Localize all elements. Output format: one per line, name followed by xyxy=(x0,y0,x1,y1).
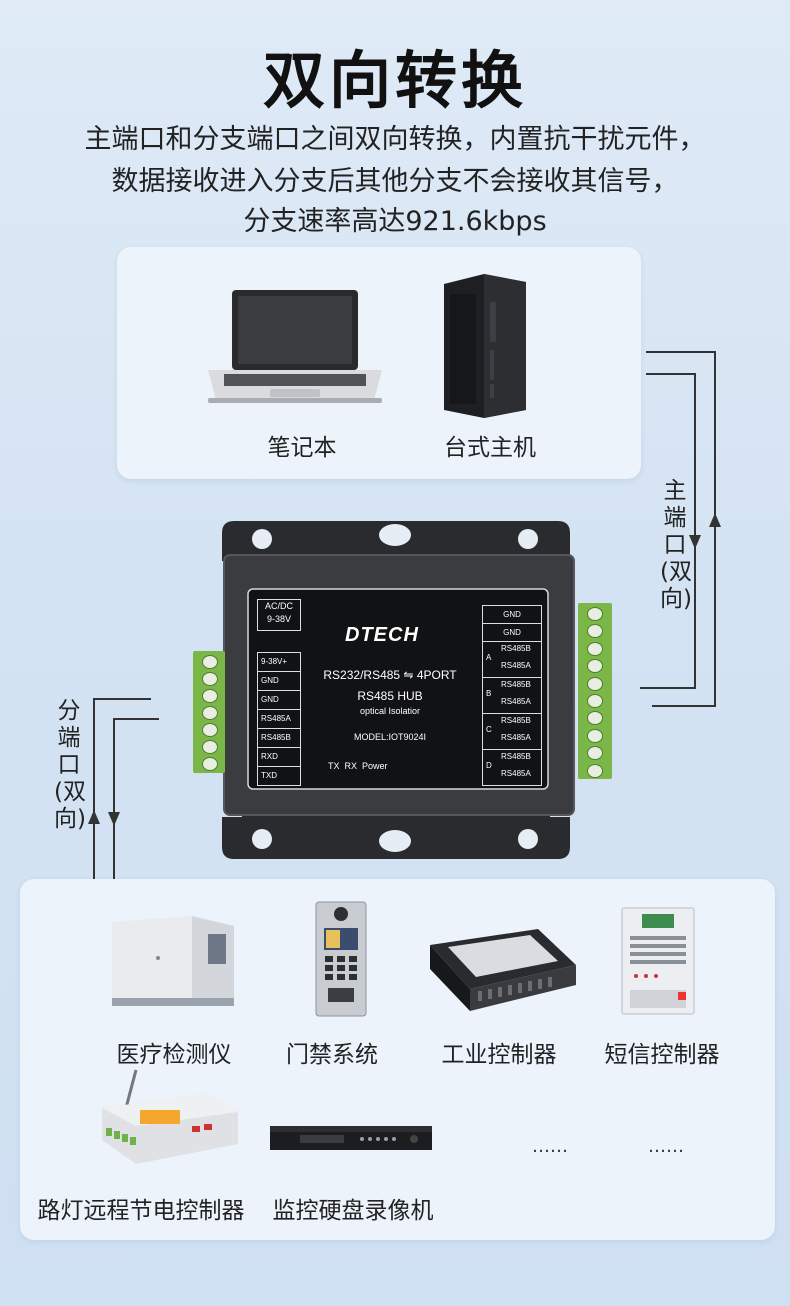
terminal-screw xyxy=(202,740,218,754)
arrow-down-icon xyxy=(108,812,120,826)
terminal-screw xyxy=(202,723,218,737)
right-terminal-block xyxy=(578,603,612,779)
industrial-controller-label: 工业控制器 xyxy=(441,1042,557,1068)
description-line-1: 主端口和分支端口之间双向转换，内置抗干扰元件， xyxy=(84,124,706,155)
hub-title-line-1: RS232/RS485 ⇋ 4PORT xyxy=(323,668,457,682)
hub-model: MODEL:IOT9024I xyxy=(353,732,427,742)
description-line-3: 分支速率高达921.6kbps xyxy=(243,206,547,237)
terminal-screw xyxy=(202,672,218,686)
terminal-screw xyxy=(202,689,218,703)
hub-brand-logo: DTECH xyxy=(345,624,419,646)
terminal-screw xyxy=(202,706,218,720)
main-port-label: 主端口(双向) xyxy=(660,478,692,612)
more-devices-ellipsis-2: …… xyxy=(648,1136,684,1157)
terminal-screw xyxy=(587,676,603,691)
terminal-screw xyxy=(202,655,218,669)
terminal-screw xyxy=(587,711,603,726)
sms-controller-label: 短信控制器 xyxy=(604,1042,720,1068)
terminal-screw xyxy=(587,763,603,778)
desktop-tower-icon xyxy=(444,274,526,418)
host-devices-card xyxy=(117,247,641,479)
industrial-controller-icon xyxy=(430,929,576,1011)
terminal-screw xyxy=(587,694,603,708)
desktop-label: 台式主机 xyxy=(444,435,536,461)
sms-controller-icon xyxy=(621,907,695,1015)
door-access-label: 门禁系统 xyxy=(286,1042,378,1068)
terminal-screw xyxy=(587,659,603,674)
more-devices-ellipsis-1: …… xyxy=(532,1136,568,1157)
arrow-down-icon xyxy=(689,535,701,549)
terminal-screw xyxy=(202,757,218,771)
terminal-screw xyxy=(587,641,603,656)
laptop-label: 笔记本 xyxy=(267,435,337,461)
dvr-recorder-label: 监控硬盘录像机 xyxy=(272,1198,434,1224)
terminal-screw xyxy=(587,624,603,639)
arrow-up-icon xyxy=(88,810,100,824)
hub-left-pin-list: 9-38V+ GND GND RS485A RS485B RXD TXD xyxy=(257,652,301,786)
door-access-panel-icon xyxy=(315,901,367,1017)
hub-right-pin-list: GND GND A RS485B RS485A B RS485B RS485A … xyxy=(482,605,542,786)
branch-port-label: 分端口(双向) xyxy=(54,698,86,832)
streetlight-controller-icon xyxy=(102,1069,238,1164)
terminal-screw xyxy=(587,728,603,743)
terminal-screw xyxy=(587,746,603,761)
arrow-up-icon xyxy=(709,513,721,527)
hub-title-line-2: RS485 HUB xyxy=(357,689,423,703)
dvr-recorder-icon xyxy=(270,1126,432,1150)
hub-title-line-3: optical Isolatior xyxy=(359,706,421,716)
laptop-icon xyxy=(208,290,382,403)
hub-indicators: TX RX Power xyxy=(328,761,388,771)
streetlight-controller-label: 路灯远程节电控制器 xyxy=(37,1198,245,1224)
medical-analyzer-label: 医疗检测仪 xyxy=(116,1042,232,1068)
left-terminal-block xyxy=(193,651,225,773)
medical-analyzer-icon xyxy=(112,916,234,1006)
description-line-2: 数据接收进入分支后其他分支不会接收其信号， xyxy=(111,166,679,197)
page-title: 双向转换 xyxy=(262,44,527,117)
terminal-screw xyxy=(587,607,603,621)
